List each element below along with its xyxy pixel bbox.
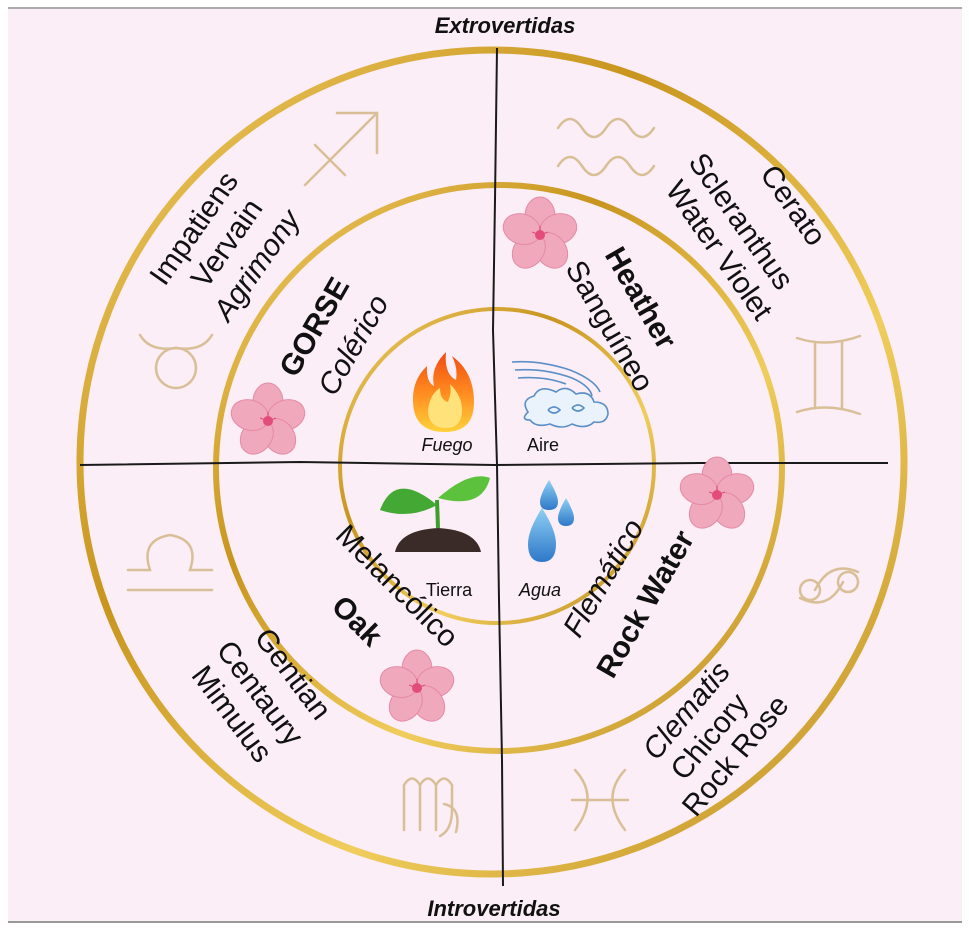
horizontal-axis-line xyxy=(79,460,888,467)
libra-icon xyxy=(126,533,214,592)
gemini-icon xyxy=(795,334,862,416)
inner-gold-ring xyxy=(338,307,656,625)
middle-gold-ring xyxy=(213,182,785,754)
sagittarius-icon xyxy=(303,111,379,187)
element-label-fuego: Fuego xyxy=(421,435,472,455)
element-label-agua: Agua xyxy=(518,580,561,600)
water-drops-icon xyxy=(528,480,574,562)
element-label-aire: Aire xyxy=(527,435,559,455)
outer-gold-ring xyxy=(76,46,908,878)
aquarius-icon xyxy=(556,117,656,177)
sprout-icon xyxy=(380,476,490,552)
element-label-tierra: Tierra xyxy=(426,580,473,600)
fire-icon xyxy=(412,352,474,432)
axis-label-introverted: Introvertidas xyxy=(427,896,560,921)
cloud-wind-icon xyxy=(511,360,609,428)
pisces-icon xyxy=(570,768,630,832)
cancer-icon xyxy=(798,567,860,604)
axis-label-extroverted: Extrovertidas xyxy=(435,13,576,38)
virgo-icon xyxy=(402,777,459,838)
taurus-icon xyxy=(138,333,214,390)
